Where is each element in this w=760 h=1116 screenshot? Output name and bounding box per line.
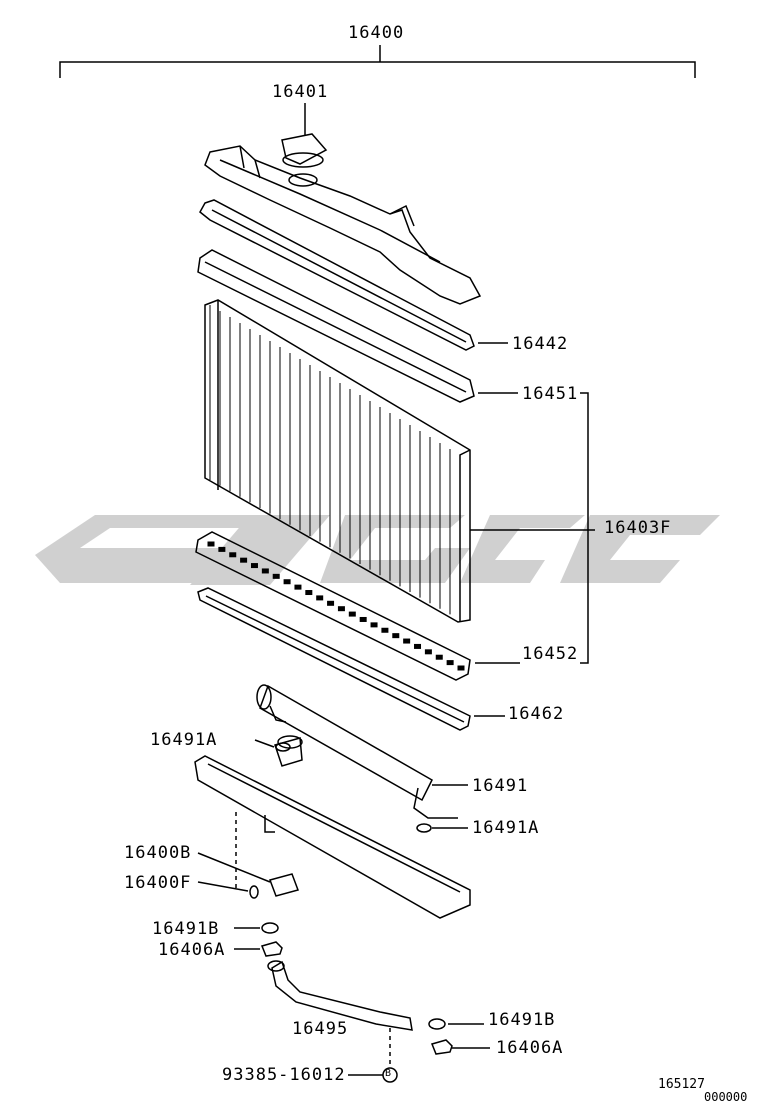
bottom-tank-plate [195, 531, 471, 681]
tank-plate-top-part-label: 16451 [522, 384, 579, 404]
tank-plate-slot [370, 622, 378, 628]
tank-plate-slot [240, 557, 248, 563]
washer-16491a-left [275, 742, 291, 752]
drain-cock [249, 873, 299, 899]
washer-b-right-part-label: 16491B [488, 1010, 556, 1030]
tank-plate-slot [424, 649, 432, 655]
tank-plate-slot [414, 643, 422, 649]
tank-plate-slot [435, 654, 443, 660]
bolt-marker-letter: B [385, 1068, 392, 1079]
tank-plate-slot [316, 595, 324, 601]
tank-plate-slot [381, 627, 389, 633]
lower-tank [194, 735, 471, 919]
washer-left-part-label: 16491A [150, 730, 218, 750]
tank-plate-slot [272, 573, 280, 579]
tank-plate-slot [207, 541, 215, 547]
tank-plate-slot [283, 579, 291, 585]
watermark-logo [35, 515, 720, 585]
tank-plate-slot [305, 590, 313, 596]
tank-plate-slot [337, 606, 345, 612]
upper-hose [256, 684, 458, 819]
drain-cock-seal-part-label: 16400F [124, 873, 192, 893]
tank-plate-slot [250, 563, 258, 569]
tank-plate-slot [403, 638, 411, 644]
gasket-top-part-label: 16442 [512, 334, 569, 354]
radiator-bracket [267, 960, 413, 1031]
bolt-part-label: 93385-16012 [222, 1065, 346, 1085]
footer-code: 165127 [658, 1077, 705, 1092]
top-tank-plate [197, 249, 475, 403]
washer-16491b-right [428, 1018, 446, 1030]
tank-plate-slot [218, 546, 226, 552]
washer-16491a-right [416, 823, 432, 833]
nut-16406a-right [430, 1039, 453, 1055]
washer-right-part-label: 16491A [472, 818, 540, 838]
core-group-bracket [580, 392, 589, 664]
bracket-part-label: 16495 [292, 1019, 349, 1039]
nut-16406a-left [260, 941, 283, 957]
bottom-gasket [197, 587, 471, 731]
tank-plate-bottom-part-label: 16452 [522, 644, 579, 664]
footer-sub-code: 000000 [704, 1090, 748, 1104]
upper-tank [204, 145, 482, 305]
cap-part-label: 16401 [272, 82, 329, 102]
gasket-bottom-part-label: 16462 [508, 704, 565, 724]
nut-a-left-part-label: 16406A [158, 940, 226, 960]
washer-b-left-part-label: 16491B [152, 919, 220, 939]
tank-plate-slot [359, 616, 367, 622]
upper-hose-part-label: 16491 [472, 776, 529, 796]
core-part-label: 16403F [604, 518, 672, 538]
nut-a-right-part-label: 16406A [496, 1038, 564, 1058]
tank-plate-slot [261, 568, 269, 574]
tank-plate-slot [457, 665, 465, 671]
tank-plate-slot [327, 600, 335, 606]
tank-plate-slot [294, 584, 302, 590]
tank-plate-slot [446, 660, 454, 666]
tank-plate-slot [229, 552, 237, 558]
radiator-cap [281, 133, 328, 168]
tank-plate-slot [392, 633, 400, 639]
top-gasket [199, 199, 475, 351]
assembly-number-label: 16400 [348, 23, 405, 43]
assembly-bracket [59, 61, 696, 78]
washer-16491b-left [261, 922, 279, 934]
drain-cock-part-label: 16400B [124, 843, 192, 863]
tank-plate-slot [348, 611, 356, 617]
